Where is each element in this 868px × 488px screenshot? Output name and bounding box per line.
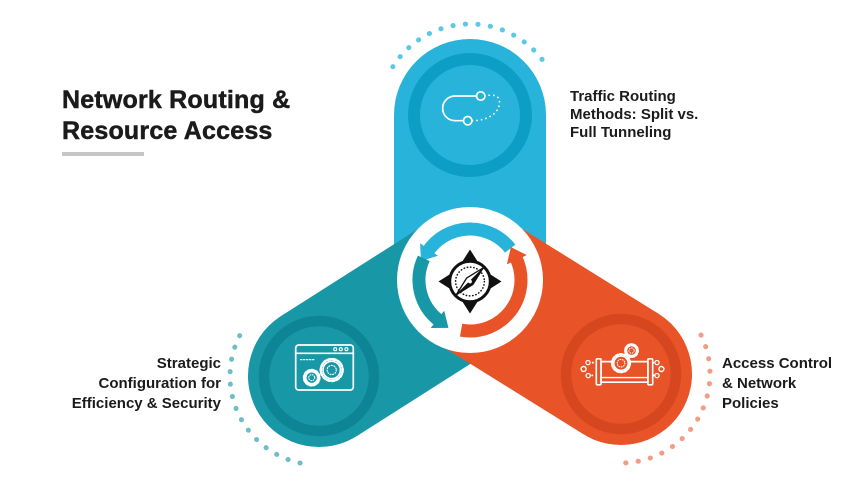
label-line: Configuration for xyxy=(98,375,221,392)
center-hub xyxy=(397,207,543,353)
gear-large xyxy=(319,357,344,383)
label-line: Policies xyxy=(722,395,779,412)
compass-icon xyxy=(438,249,502,314)
label-access-control: Access Control & Network Policies xyxy=(722,354,862,414)
branch-top-dotted-arc xyxy=(390,21,550,70)
title-underline xyxy=(62,152,144,156)
gear-large xyxy=(610,353,632,374)
gear-small xyxy=(624,343,639,359)
label-line: & Network xyxy=(722,375,797,392)
branch-left-inner-ring xyxy=(258,315,380,437)
label-line: Efficiency & Security xyxy=(71,395,221,412)
label-traffic-routing: Traffic Routing Methods: Split vs. Full … xyxy=(570,88,760,142)
browser-gears-icon xyxy=(294,344,355,391)
branch-right-inner-ring xyxy=(560,313,682,435)
gear-small xyxy=(302,368,321,387)
cycle-arrow-orange xyxy=(459,247,528,338)
label-strategic-configuration: Strategic Configuration for Efficiency &… xyxy=(28,354,221,414)
flow-dots-left xyxy=(580,359,594,379)
label-line: Traffic Routing xyxy=(570,88,676,105)
flow-dots-right xyxy=(652,359,665,379)
cycle-arrow-teal xyxy=(412,255,449,328)
cycle-arrow-cyan xyxy=(420,222,516,261)
label-line: Full Tunneling xyxy=(570,124,672,141)
page-title: Network Routing & Resource Access xyxy=(62,85,291,147)
branch-right-dotted-arc xyxy=(621,332,713,466)
label-line: Methods: Split vs. xyxy=(570,106,699,123)
route-path-icon xyxy=(441,90,501,126)
label-line: Access Control xyxy=(722,355,833,372)
branch-right-circle xyxy=(550,303,692,445)
page-title-line-1: Network Routing & xyxy=(62,86,291,115)
branch-top-inner-ring xyxy=(408,53,532,177)
page-title-line-2: Resource Access xyxy=(62,117,273,146)
pipeline-gears-icon xyxy=(580,343,665,386)
compass-pivot xyxy=(468,279,472,284)
branch-left-dotted-arc xyxy=(227,333,314,468)
label-line: Strategic xyxy=(156,355,221,372)
